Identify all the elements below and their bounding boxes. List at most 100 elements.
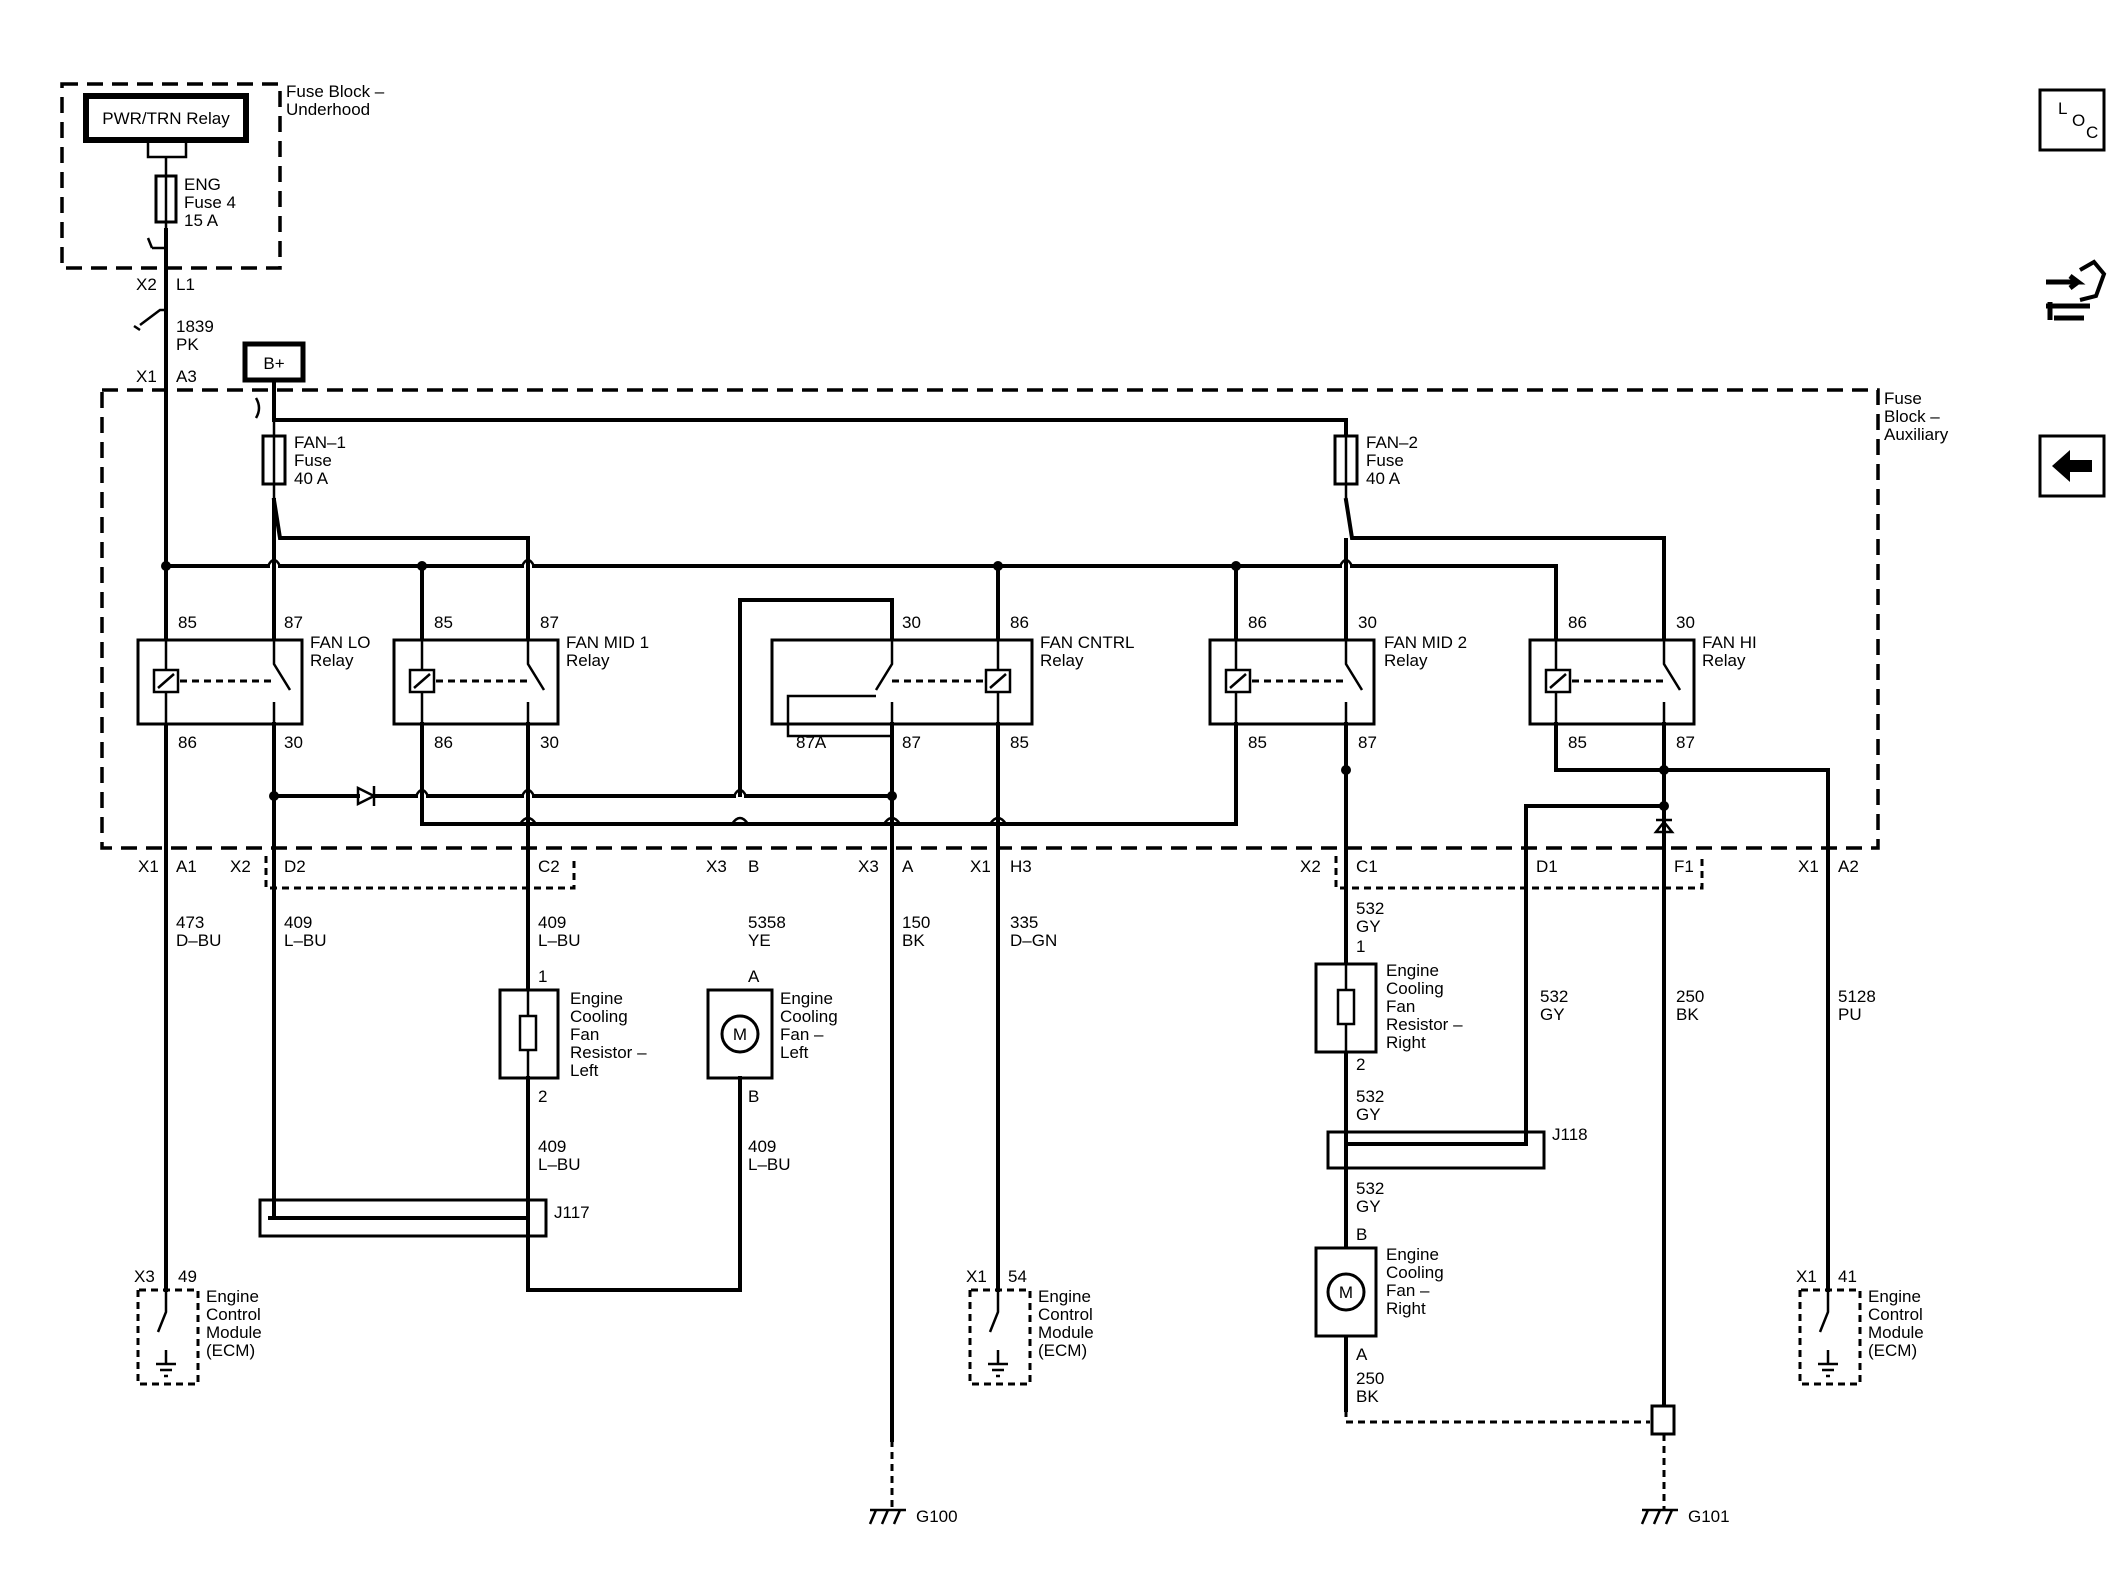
svg-text:PK: PK [176,335,199,354]
svg-text:41: 41 [1838,1267,1857,1286]
svg-text:Fuse: Fuse [294,451,332,470]
svg-text:2: 2 [1356,1055,1365,1074]
svg-text:40 A: 40 A [294,469,329,488]
svg-text:Control: Control [206,1305,261,1324]
svg-text:B: B [748,857,759,876]
svg-text:Left: Left [780,1043,809,1062]
svg-text:250: 250 [1356,1369,1384,1388]
svg-text:409: 409 [538,913,566,932]
location-icon: L [2058,99,2067,118]
svg-text:Engine: Engine [1868,1287,1921,1306]
svg-text:Module: Module [206,1323,262,1342]
fan-hi-relay: 86 30 85 87 FAN HI Relay [1528,613,1757,752]
svg-text:Underhood: Underhood [286,100,370,119]
fuse-block-underhood: Fuse Block – Underhood PWR/TRN Relay ENG… [60,82,385,270]
svg-text:BK: BK [1676,1005,1699,1024]
svg-text:GY: GY [1356,1105,1381,1124]
connector-view-button[interactable] [2046,259,2107,321]
svg-text:(ECM): (ECM) [206,1341,255,1360]
svg-text:Resistor –: Resistor – [1386,1015,1463,1034]
svg-text:FAN–2: FAN–2 [1366,433,1418,452]
svg-text:Engine: Engine [780,989,833,1008]
svg-text:Control: Control [1038,1305,1093,1324]
svg-text:L–BU: L–BU [538,931,581,950]
svg-text:87: 87 [540,613,559,632]
fuse-block-auxiliary: Fuse Block – Auxiliary [100,388,1949,850]
svg-text:Engine: Engine [206,1287,259,1306]
svg-text:532: 532 [1356,1179,1384,1198]
fan-mid-2-relay-label: FAN MID 2 [1384,633,1467,652]
svg-text:L–BU: L–BU [748,1155,791,1174]
svg-text:532: 532 [1356,899,1384,918]
conn-a3: A3 [176,367,197,386]
svg-text:87: 87 [1676,733,1695,752]
svg-text:250: 250 [1676,987,1704,1006]
svg-text:5128: 5128 [1838,987,1876,1006]
fan-cntrl-relay: 30 86 87A 87 85 FAN CNTRL Relay [770,613,1134,752]
svg-text:85: 85 [434,613,453,632]
fan-2-fuse: FAN–2 Fuse 40 A [1333,433,1418,500]
svg-text:86: 86 [1248,613,1267,632]
svg-text:G100: G100 [916,1507,958,1526]
svg-text:Cooling: Cooling [1386,1263,1444,1282]
svg-text:C: C [2086,123,2098,142]
svg-text:Engine: Engine [1386,961,1439,980]
svg-text:30: 30 [902,613,921,632]
svg-text:30: 30 [284,733,303,752]
svg-text:X1: X1 [970,857,991,876]
svg-text:30: 30 [1358,613,1377,632]
b-plus-terminal: B+ [242,341,306,383]
svg-text:Resistor –: Resistor – [570,1043,647,1062]
svg-text:ENG: ENG [184,175,221,194]
svg-text:GY: GY [1356,1197,1381,1216]
svg-text:FAN–1: FAN–1 [294,433,346,452]
connector-icon [2046,259,2107,321]
svg-text:Auxiliary: Auxiliary [1884,425,1949,444]
svg-text:B: B [748,1087,759,1106]
svg-text:Relay: Relay [1702,651,1746,670]
svg-text:Fan –: Fan – [1386,1281,1430,1300]
svg-text:A: A [1356,1345,1368,1364]
svg-text:A: A [748,967,760,986]
svg-text:H3: H3 [1010,857,1032,876]
svg-text:GY: GY [1356,917,1381,936]
back-arrow-icon [2052,450,2092,482]
svg-text:Fan: Fan [1386,997,1415,1016]
fan-mid-1-relay-label: FAN MID 1 [566,633,649,652]
svg-text:Engine: Engine [1038,1287,1091,1306]
svg-text:J118: J118 [1552,1125,1588,1144]
location-view-button[interactable]: L O C [2038,88,2106,152]
svg-text:Control: Control [1868,1305,1923,1324]
back-button[interactable] [2038,434,2106,498]
svg-text:5358: 5358 [748,913,786,932]
svg-text:Right: Right [1386,1033,1426,1052]
svg-text:GY: GY [1540,1005,1565,1024]
svg-text:Module: Module [1038,1323,1094,1342]
svg-text:409: 409 [284,913,312,932]
svg-text:B+: B+ [263,354,284,373]
motor-symbol: M [1339,1283,1353,1302]
svg-text:Cooling: Cooling [780,1007,838,1026]
svg-text:Cooling: Cooling [570,1007,628,1026]
svg-text:Right: Right [1386,1299,1426,1318]
svg-text:X1: X1 [966,1267,987,1286]
svg-text:86: 86 [178,733,197,752]
svg-text:C2: C2 [538,857,560,876]
svg-text:Engine: Engine [570,989,623,1008]
svg-text:(ECM): (ECM) [1868,1341,1917,1360]
svg-text:D–GN: D–GN [1010,931,1057,950]
svg-text:L–BU: L–BU [284,931,327,950]
svg-text:D1: D1 [1536,857,1558,876]
svg-text:2: 2 [538,1087,547,1106]
fan-lo-relay-label: FAN LO [310,633,370,652]
engine-cooling-fan-resistor-right: 1 2 Engine Cooling Fan Resistor – Right [1314,937,1463,1074]
svg-text:85: 85 [178,613,197,632]
wire-1839-num: 1839 [176,317,214,336]
svg-text:87: 87 [902,733,921,752]
svg-text:YE: YE [748,931,771,950]
svg-text:Relay: Relay [310,651,354,670]
svg-text:Engine: Engine [1386,1245,1439,1264]
svg-text:X2: X2 [230,857,251,876]
svg-text:40 A: 40 A [1366,469,1401,488]
svg-text:409: 409 [538,1137,566,1156]
